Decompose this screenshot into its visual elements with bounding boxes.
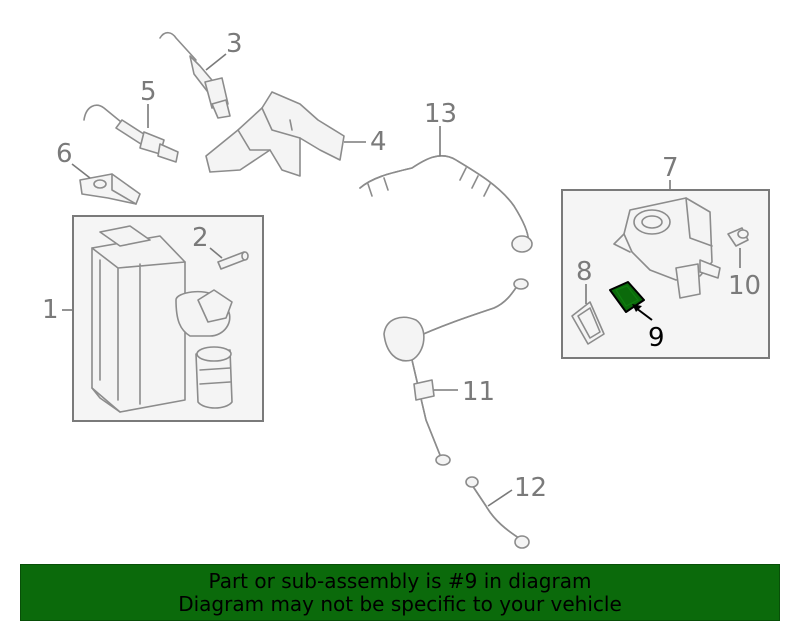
- callout-12: 12: [514, 473, 547, 503]
- callout-8: 8: [576, 257, 593, 287]
- banner-line-disclaimer: Diagram may not be specific to your vehi…: [178, 591, 622, 616]
- callout-9: 9: [648, 323, 665, 353]
- callout-6: 6: [56, 139, 73, 169]
- part-2-pin[interactable]: [217, 251, 249, 270]
- callout-2: 2: [192, 223, 209, 253]
- part-5-oxygen-sensor[interactable]: [83, 104, 179, 163]
- part-3-oxygen-sensor[interactable]: [159, 31, 231, 119]
- callout-11: 11: [462, 377, 495, 407]
- part-8-gasket[interactable]: [571, 301, 605, 345]
- part-6-bracket[interactable]: [79, 173, 141, 205]
- callout-3: 3: [226, 29, 243, 59]
- callout-9-arrowhead: [632, 304, 642, 312]
- part-12-hose[interactable]: [465, 476, 530, 549]
- parts-diagram: 1 2 3 5 6 4 13: [42, 29, 770, 549]
- info-banner: Part or sub-assembly is #9 in diagram Di…: [20, 564, 780, 621]
- pcv-valve: [383, 316, 425, 362]
- part-9-gasket-highlighted[interactable]: [609, 281, 645, 313]
- callout-5: 5: [140, 77, 157, 107]
- part-7-separator-group[interactable]: [561, 189, 770, 359]
- callout-10: 10: [728, 271, 761, 301]
- canister-filter: [195, 349, 233, 409]
- part-13-hose[interactable]: [359, 155, 533, 253]
- callout-4: 4: [370, 127, 387, 157]
- callout-9-leader: [635, 307, 653, 321]
- part-1-canister-group[interactable]: [72, 215, 264, 422]
- part-11-hose-assembly[interactable]: [383, 278, 529, 466]
- part-4-heat-shield[interactable]: [205, 91, 345, 177]
- callout-7: 7: [662, 153, 679, 183]
- part-10-plug[interactable]: [727, 227, 749, 247]
- callout-1: 1: [42, 295, 59, 325]
- canister-body: [91, 235, 186, 413]
- banner-line-part: Part or sub-assembly is #9 in diagram: [208, 568, 592, 593]
- callout-13: 13: [424, 99, 457, 129]
